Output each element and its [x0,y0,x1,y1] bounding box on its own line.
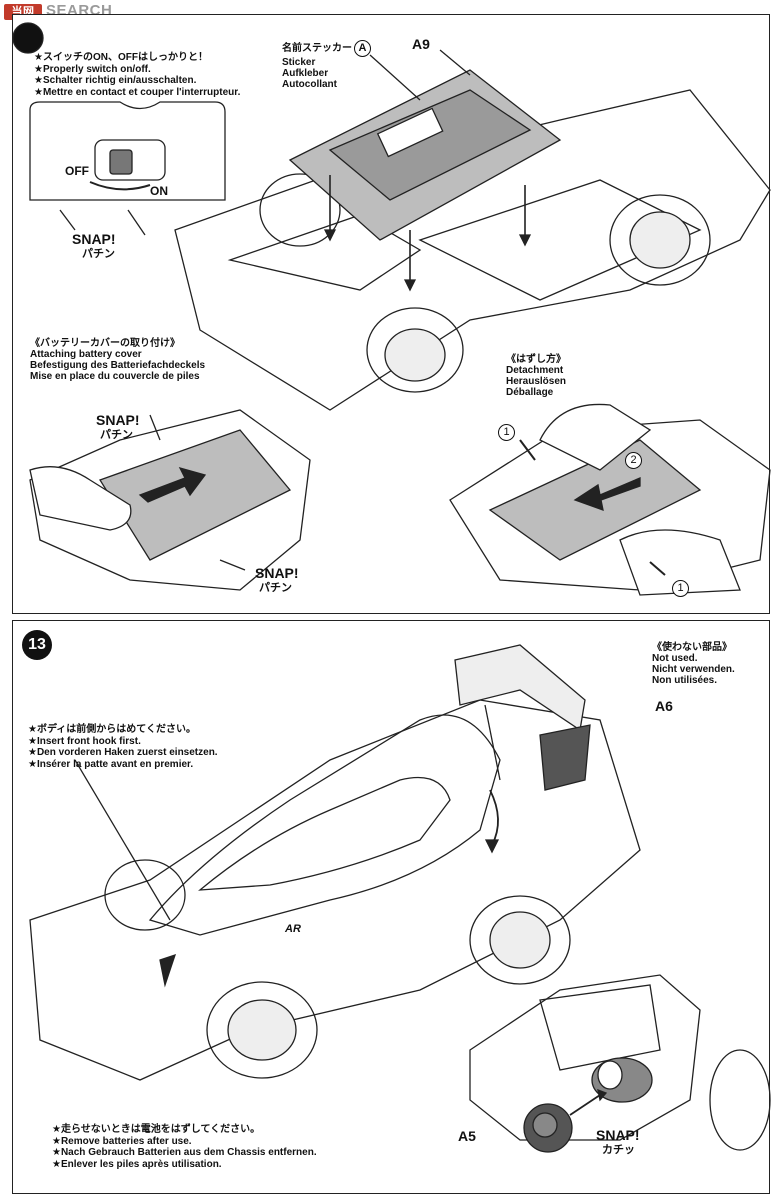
snap-3-jp: パチン [259,582,292,594]
detach-arrow [573,477,641,511]
attach-cover [99,429,292,561]
battery-inset-frame [469,974,701,1141]
wheel-front [206,981,318,1079]
sticker-label-en: Sticker [282,57,316,68]
body-note-de: ★Den vorderen Haken zuerst einsetzen. [28,747,218,758]
body-logo: AR [285,923,301,935]
switch-slider [109,149,133,175]
switch-note-en: ★Properly switch on/off. [34,63,151,75]
battery-note-jp: ★走らせないときは電池をはずしてください。 [52,1124,261,1135]
switch-off-label: OFF [65,164,89,178]
snap-4-jp: カチッ [602,1144,635,1156]
switch-inset [29,101,226,201]
detach-title: 《はずし方》 Detachment Herauslösen Déballage [506,354,566,398]
part-a5-label: A5 [458,1128,476,1144]
snap-1-en: SNAP! [72,231,116,247]
detach-title-de: Herauslösen [506,376,567,387]
wheel-rear [469,895,571,985]
attach-title-de: Befestigung des Batteriefachdeckels [30,360,206,371]
not-used-fr: Non utilisées. [652,675,718,686]
snap-3-en: SNAP! [255,565,299,581]
wheel-rear-left [259,173,341,247]
not-used-notes: 《使わない部品》 Not used. Nicht verwenden. Non … [652,642,735,686]
detach-step-1-top: 1 [498,424,515,441]
snap-label-1: SNAP! パチン [72,232,116,262]
attach-chassis [29,409,311,591]
detach-title-en: Detachment [506,365,564,376]
car-rear-wing [454,644,586,732]
switch-body [94,139,166,181]
attach-title-jp: 《バッテリーカバーの取り付け》 [30,338,180,349]
detach-title-jp: 《はずし方》 [506,354,566,365]
snap-2-jp: パチン [100,429,133,441]
detach-title-fr: Déballage [506,387,554,398]
attach-arrow [138,466,207,503]
body-notes: ★ボディは前側からはめてください。 ★Insert front hook fir… [28,724,218,770]
snap-label-4: SNAP! カチッ [596,1128,640,1158]
attach-title-fr: Mise en place du couvercle de piles [30,371,200,382]
attach-title-en: Attaching battery cover [30,349,142,360]
snap-4-en: SNAP! [596,1127,640,1143]
not-used-en: Not used. [652,653,698,664]
switch-on-label: ON [150,184,168,198]
switch-note-jp: ★スイッチのON、OFFはしっかりと！ [34,52,208,63]
detach-hand-bottom [619,529,741,596]
battery-note-de: ★Nach Gebrauch Batterien aus dem Chassis… [52,1147,317,1158]
switch-note-fr: ★Mettre en contact et couper l'interrupt… [34,86,241,98]
body-note-jp: ★ボディは前側からはめてください。 [28,724,196,735]
wheel-front-left [366,307,464,393]
body-note-en: ★Insert front hook first. [28,735,141,747]
battery-inset-wheel [709,1049,771,1151]
battery-notes: ★走らせないときは電池をはずしてください。 ★Remove batteries … [52,1124,317,1170]
snap-1-jp: パチン [82,248,115,260]
step-13-badge: 13 [22,630,52,660]
sticker-mark: A [354,40,371,57]
battery-note-fr: ★Enlever les piles après utilisation. [52,1158,222,1170]
snap-label-3: SNAP! パチン [255,566,299,596]
sticker-label-fr: Autocollant [282,79,337,90]
battery-note-en: ★Remove batteries after use. [52,1135,192,1147]
detach-hand-top [539,403,652,471]
step-12-badge [12,22,44,54]
step-13-panel [12,620,770,1194]
switch-arrow [89,181,151,191]
car-chassis [29,699,641,1081]
sticker-label-de: Aufkleber [282,68,329,79]
switch-notes: ★スイッチのON、OFFはしっかりと！ ★Properly switch on/… [34,52,240,98]
not-used-de: Nicht verwenden. [652,664,735,675]
not-used-jp: 《使わない部品》 [652,642,732,653]
part-a9-label: A9 [412,36,430,52]
attach-title: 《バッテリーカバーの取り付け》 Attaching battery cover … [30,338,205,382]
wheel-front-far [104,859,186,931]
part-a6-label: A6 [655,698,673,714]
attach-hand [29,466,132,531]
snap-label-2: SNAP! パチン [96,413,140,443]
snap-2-en: SNAP! [96,412,140,428]
body-note-fr: ★Insérer la patte avant en premier. [28,758,194,770]
car-body [148,714,501,936]
wheel-rear-right [609,194,711,286]
detach-step-1-bottom: 1 [672,580,689,597]
detach-step-2: 2 [625,452,642,469]
sticker-label-jp: 名前ステッカー [282,43,352,54]
switch-note-de: ★Schalter richtig ein/ausschalten. [34,75,197,86]
